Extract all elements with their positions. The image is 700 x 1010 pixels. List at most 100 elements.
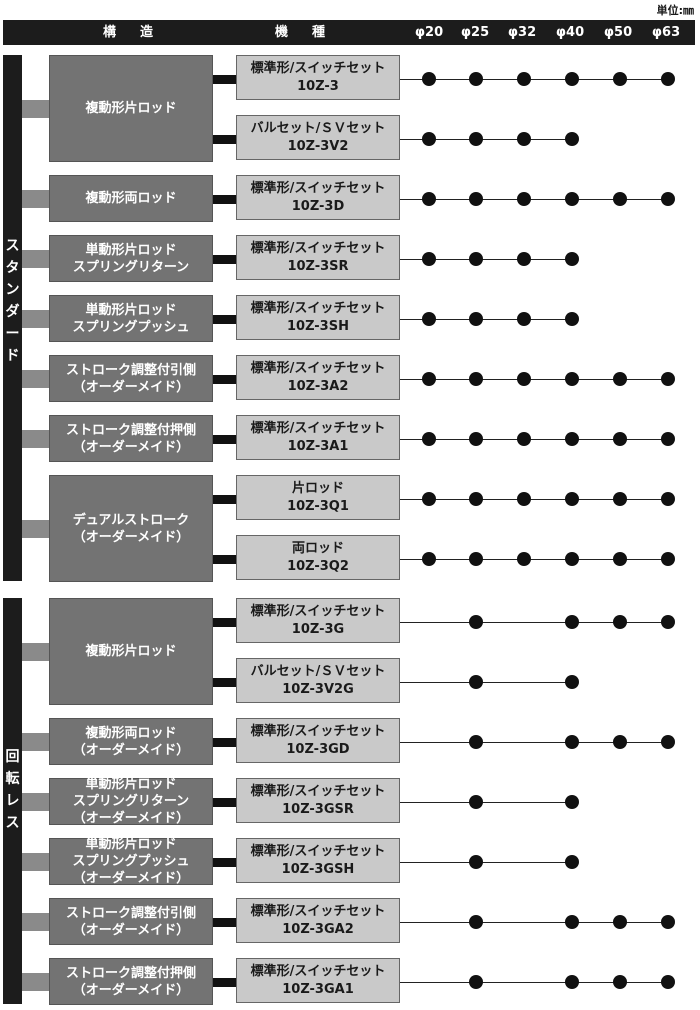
availability-line <box>400 621 668 623</box>
availability-dot <box>517 551 531 566</box>
group-connector <box>22 189 49 208</box>
group-connector <box>22 309 49 328</box>
section-label: スタンダード <box>3 235 22 367</box>
availability-line <box>400 498 668 500</box>
group-connector <box>22 852 49 871</box>
section-bar <box>3 55 22 581</box>
availability-line <box>400 681 572 683</box>
model-connector <box>213 617 236 627</box>
availability-dot <box>613 191 627 206</box>
model-connector <box>213 677 236 687</box>
header-size-50: φ50 <box>603 25 633 40</box>
model-code: 10Z-3GSR <box>282 802 354 817</box>
header-size-32: φ32 <box>507 25 537 40</box>
header-structure: 構造 <box>103 25 178 40</box>
availability-line <box>400 981 668 983</box>
availability-dot <box>613 734 627 749</box>
group-connector <box>22 912 49 931</box>
section-bar <box>3 598 22 1004</box>
model-code: 10Z-3Q1 <box>287 499 349 514</box>
model-connector <box>213 554 236 564</box>
section-label-char: 回 <box>5 749 20 765</box>
group-connector <box>22 519 49 538</box>
structure-box: 単動形片ロッド スプリングプッシュ （オーダーメイド） <box>49 837 213 886</box>
section-label-char: タ <box>5 260 20 276</box>
model-connector <box>213 434 236 444</box>
availability-dot <box>661 491 675 506</box>
model-code: 10Z-3 <box>297 79 339 94</box>
structure-box: ストローク調整付押側 （オーダーメイド） <box>49 415 213 462</box>
structure-box: ストローク調整付押側 （オーダーメイド） <box>49 958 213 1005</box>
unit-label: 単位:㎜ <box>656 4 694 17</box>
availability-dot <box>422 491 436 506</box>
model-box: バルセット/ＳＶセット 10Z-3V2G <box>236 658 400 703</box>
availability-line <box>400 921 668 923</box>
model-code: 10Z-3A1 <box>287 439 349 454</box>
model-type: 片ロッド <box>291 481 344 496</box>
model-code: 10Z-3D <box>291 199 345 214</box>
model-code: 10Z-3V2G <box>282 682 354 697</box>
availability-dot <box>565 794 579 809</box>
model-type: 標準形/スイッチセット <box>250 784 386 799</box>
structure-box: ストローク調整付引側 （オーダーメイド） <box>49 355 213 402</box>
availability-dot <box>517 371 531 386</box>
model-code: 10Z-3GA2 <box>282 922 354 937</box>
availability-dot <box>517 491 531 506</box>
availability-line <box>400 558 668 560</box>
model-code: 10Z-3GSH <box>281 862 355 877</box>
model-box: 標準形/スイッチセット 10Z-3GSR <box>236 778 400 823</box>
availability-dot <box>422 431 436 446</box>
model-type: 標準形/スイッチセット <box>250 904 386 919</box>
availability-dot <box>469 191 483 206</box>
availability-dot <box>422 71 436 86</box>
availability-dot <box>565 854 579 869</box>
availability-dot <box>422 551 436 566</box>
structure-box: 単動形片ロッド スプリングリターン <box>49 235 213 282</box>
group-connector <box>22 249 49 268</box>
header-size-63: φ63 <box>651 25 681 40</box>
section-label-char: ン <box>5 282 20 298</box>
availability-dot <box>565 71 579 86</box>
availability-dot <box>422 371 436 386</box>
availability-dot <box>565 914 579 929</box>
availability-dot <box>613 914 627 929</box>
model-connector <box>213 917 236 927</box>
model-type: 標準形/スイッチセット <box>250 964 386 979</box>
availability-dot <box>565 131 579 146</box>
availability-dot <box>469 431 483 446</box>
availability-dot <box>517 251 531 266</box>
group-connector <box>22 369 49 388</box>
availability-dot <box>565 614 579 629</box>
availability-dot <box>517 311 531 326</box>
availability-dot <box>661 914 675 929</box>
availability-dot <box>517 191 531 206</box>
group-connector <box>22 429 49 448</box>
availability-dot <box>661 371 675 386</box>
section-label-char: ス <box>5 815 20 831</box>
group-connector <box>22 99 49 118</box>
availability-line <box>400 78 668 80</box>
availability-dot <box>565 191 579 206</box>
availability-dot <box>661 974 675 989</box>
model-type: バルセット/ＳＶセット <box>250 664 386 679</box>
model-code: 10Z-3SR <box>287 259 349 274</box>
availability-dot <box>661 71 675 86</box>
model-code: 10Z-3V2 <box>287 139 349 154</box>
group-connector <box>22 732 49 751</box>
availability-dot <box>422 251 436 266</box>
availability-dot <box>469 794 483 809</box>
model-code: 10Z-3G <box>291 622 345 637</box>
availability-dot <box>469 674 483 689</box>
availability-line <box>400 138 572 140</box>
availability-dot <box>613 431 627 446</box>
model-connector <box>213 74 236 84</box>
availability-dot <box>469 614 483 629</box>
header-size-20: φ20 <box>414 25 444 40</box>
model-connector <box>213 314 236 324</box>
